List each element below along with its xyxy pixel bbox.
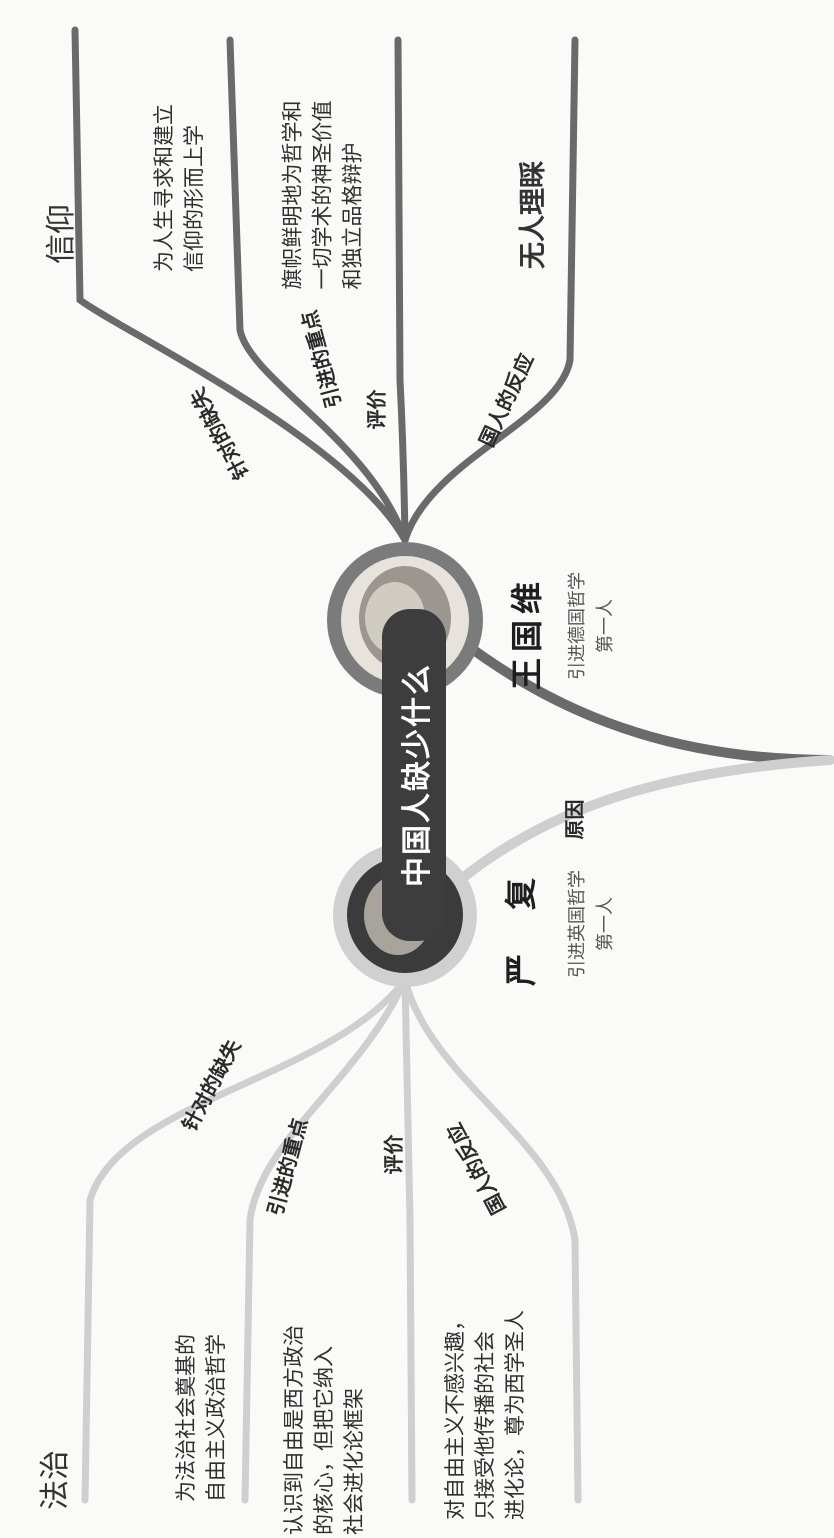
link-label: 原因 [562, 799, 587, 840]
yan-branch-label: 评价 [381, 1134, 406, 1175]
wang-leaf-text: 无人理睬 [518, 161, 549, 269]
yan-leaf-text: 认识到自由是西方政治 的核心，但把它纳入 社会进化论框架 [282, 1325, 366, 1535]
yan-leaf-text: 对自由主义不感兴趣， 只接受他传播的社会 进化论，尊为西学圣人 [443, 1310, 527, 1520]
wang-theme: 信仰 [44, 204, 79, 264]
wang-branch-label: 评价 [364, 389, 389, 430]
yan-theme: 法治 [38, 1450, 73, 1510]
wang-branches [71, 26, 834, 765]
central-topic: 中国人缺少什么 [382, 609, 446, 941]
yan-leaf-text: 为法治社会奠基的 自由主义政治哲学 [174, 1334, 228, 1502]
yan-branches [81, 755, 834, 1504]
yan-name: 严 复 [502, 871, 541, 987]
wang-name: 王国维 [508, 575, 547, 691]
yan-subtitle: 引进英国哲学 第一人 [567, 870, 616, 978]
wang-leaf-text: 为人生寻求和建立 信仰的形而上学 [152, 104, 206, 272]
wang-leaf-text: 旗帜鲜明地为哲学和 一切学术的神圣价值 和独立品格辩护 [280, 100, 365, 290]
wang-subtitle: 引进德国哲学 第一人 [567, 572, 616, 680]
